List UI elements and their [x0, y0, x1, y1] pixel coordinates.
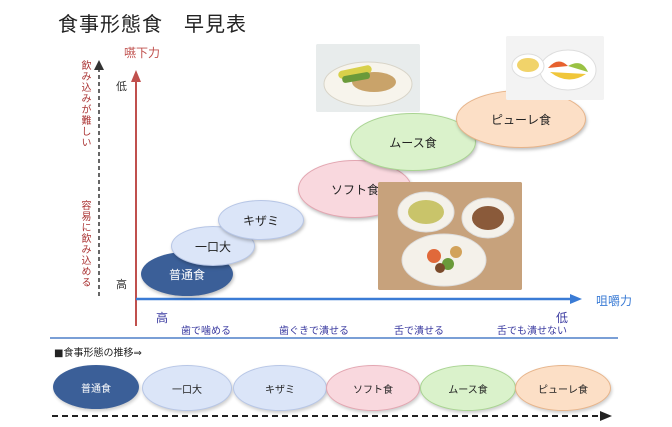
vertical-dashed-arrow: [94, 60, 104, 296]
x-label-gums: 歯ぐきで潰せる: [279, 326, 349, 337]
transition-mousse: ムース食: [420, 365, 516, 411]
transition-kizami: キザミ: [233, 365, 327, 411]
soft-food-photo: [378, 182, 522, 290]
swallow-high-label: 高: [116, 278, 127, 291]
chew-axis-label: 咀嚼力: [596, 294, 633, 308]
label-easy-to-swallow: 容易に飲み込める: [79, 200, 90, 288]
level-kizami: キザミ: [218, 200, 304, 240]
puree-food-photo: [506, 36, 604, 100]
mousse-food-photo: [316, 44, 420, 112]
chew-low-label: 低: [556, 311, 569, 325]
label-hard-to-swallow: 飲み込みが難しい: [79, 60, 90, 148]
level-mousse: ムース食: [350, 113, 476, 171]
section-divider: [50, 337, 618, 339]
transition-futsu: 普通食: [53, 365, 139, 409]
swallow-low-label: 低: [116, 80, 127, 93]
transition-title: ■食事形態の推移⇒: [54, 348, 142, 359]
transition-soft: ソフト食: [326, 365, 420, 411]
transition-puree: ピューレ食: [515, 365, 611, 411]
page-title: 食事形態食 早見表: [58, 12, 247, 36]
x-label-tongue: 舌で潰せる: [394, 326, 444, 337]
x-label-cannot-crush: 舌でも潰せない: [497, 326, 567, 337]
chew-high-label: 高: [156, 311, 169, 325]
transition-hitokuchi: 一口大: [142, 365, 232, 411]
chew-axis: [136, 294, 582, 304]
x-label-teeth: 歯で噛める: [181, 326, 231, 337]
transition-dashed-arrow: [52, 411, 612, 421]
swallow-axis-label: 嚥下力: [124, 46, 161, 60]
swallow-axis: [131, 70, 141, 326]
